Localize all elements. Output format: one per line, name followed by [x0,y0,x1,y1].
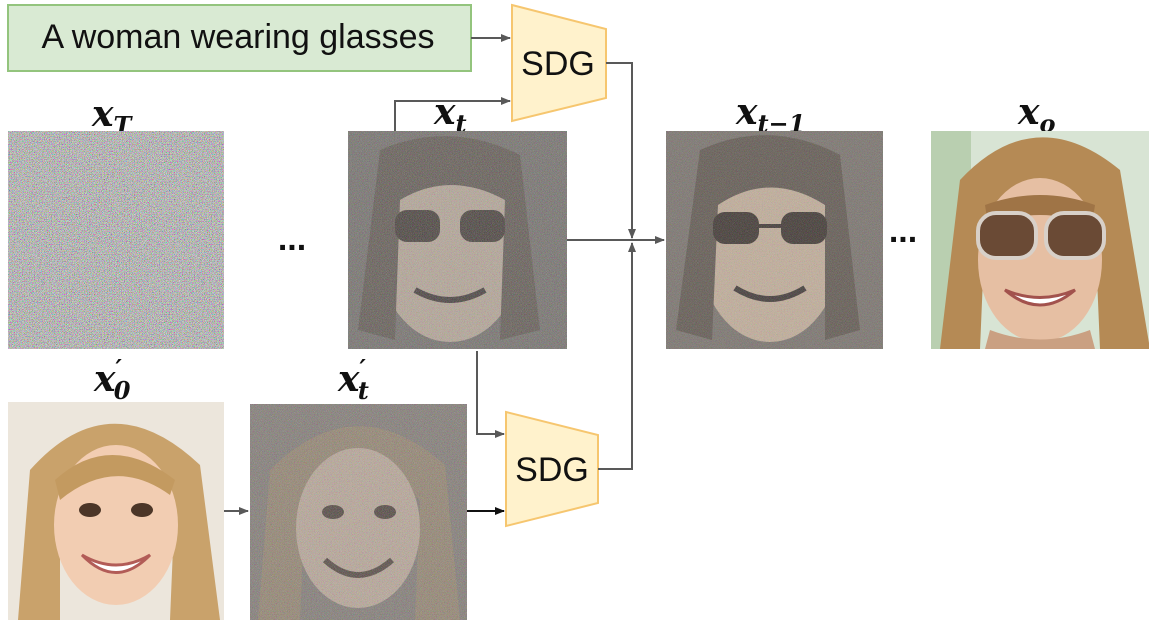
image-xo-woman-sunglasses [931,131,1149,349]
label-xt-minus-1: xt−1 [735,91,805,138]
image-xt-prime-noisy-girl [250,404,467,620]
image-xt-minus-1-noisy-face [666,131,883,349]
text-prompt-box: A woman wearing glasses [7,4,472,72]
label-x0-prime: x′0 [93,354,131,405]
image-x0-prime-girl [8,402,224,620]
sdg-top-label: SDG [521,45,595,83]
label-xt-prime: x′t [337,354,369,405]
ellipsis-1: ... [278,220,306,258]
label-xo: xo [1017,91,1055,138]
arrows [224,34,665,515]
arrow-sdg-top-to-merge [606,62,636,239]
image-xT-noise [8,131,224,349]
arrow-xt-to-sdg [394,97,511,131]
text-prompt-label: A woman wearing glasses [41,18,434,56]
sdg-block-bottom: SDG [505,410,599,528]
label-xt: xt [433,91,467,138]
arrow-xt-to-sdg-bottom [476,351,505,438]
ellipsis-2: ... [889,212,917,250]
arrow-sdg-bottom-to-merge [598,242,636,470]
sdg-bottom-label: SDG [515,451,589,489]
image-xt-noisy-face [348,131,567,349]
sdg-block-top: SDG [511,3,607,123]
